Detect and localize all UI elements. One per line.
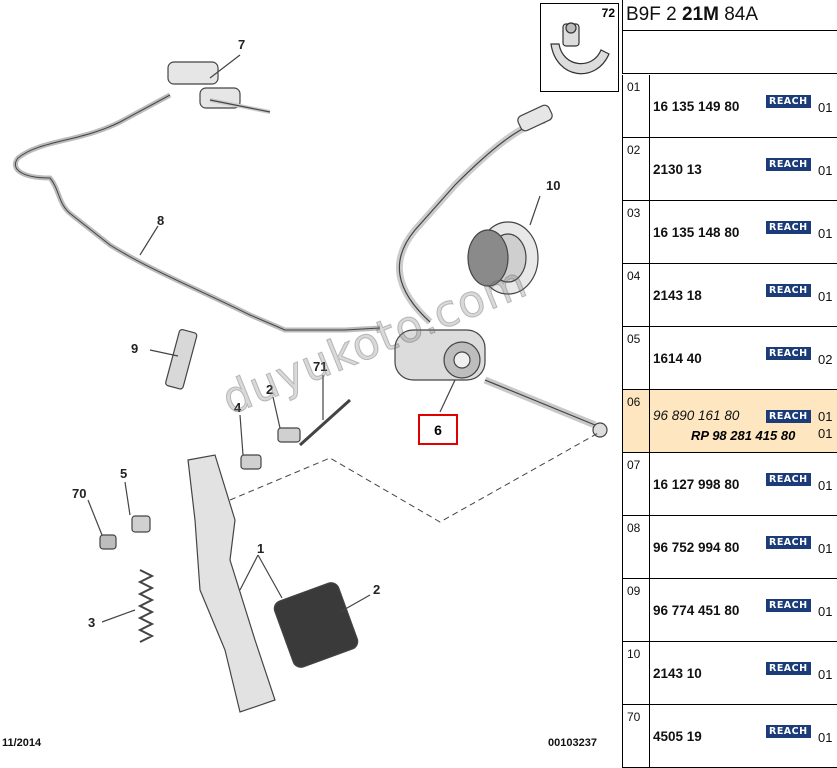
callout-8[interactable]: 8: [157, 213, 165, 228]
part-index: 10: [623, 642, 650, 704]
header-bottom-line: [622, 73, 837, 74]
reach-badge: REACH: [766, 536, 811, 549]
reach-badge: REACH: [766, 599, 811, 612]
callout-5[interactable]: 5: [120, 466, 128, 481]
reach-badge: REACH: [766, 347, 811, 360]
part-number: 96 890 161 80: [653, 408, 740, 423]
part-index: 70: [623, 705, 650, 767]
part-number: 2143 10: [653, 666, 702, 681]
part-number: 4505 19: [653, 729, 702, 744]
part-quantity: 01: [818, 163, 833, 178]
clip-icon: [550, 22, 610, 75]
part-number: 1614 40: [653, 351, 702, 366]
reach-badge: REACH: [766, 410, 811, 423]
part-quantity: 01: [818, 100, 833, 115]
part-number: 16 127 998 80: [653, 477, 740, 492]
part-quantity: 01: [818, 730, 833, 745]
part-number: 16 135 148 80: [653, 225, 740, 240]
part-index: 05: [623, 327, 650, 389]
footer-date: 11/2014: [2, 737, 42, 749]
selected-callout-6[interactable]: 6: [418, 414, 458, 445]
callout-7[interactable]: 7: [238, 37, 246, 52]
reach-badge: REACH: [766, 662, 811, 675]
header-divider: [622, 0, 623, 74]
part-index: 08: [623, 516, 650, 578]
callout-9[interactable]: 9: [131, 341, 139, 356]
reference-code: B9F 2 21M 84A: [626, 4, 758, 26]
reach-badge: REACH: [766, 158, 811, 171]
part-index: 01: [623, 75, 650, 137]
callout-10[interactable]: 10: [546, 178, 561, 193]
reference-header: B9F 2 21M 84A: [622, 0, 837, 31]
part-quantity: 01: [818, 667, 833, 682]
part-number: 16 135 149 80: [653, 99, 740, 114]
reach-badge: REACH: [766, 221, 811, 234]
reference-bold: 21M: [681, 4, 719, 25]
callout-1[interactable]: 1: [257, 541, 265, 556]
part-number: 96 752 994 80: [653, 540, 740, 555]
callout-2-bottom[interactable]: 2: [373, 582, 381, 597]
reference-suffix: 84A: [718, 4, 759, 25]
reference-prefix: B9F 2: [626, 4, 682, 25]
callout-4[interactable]: 4: [234, 400, 242, 415]
detail-inset-72[interactable]: 72: [540, 3, 619, 92]
part-quantity: 01: [818, 604, 833, 619]
part-number: 2130 13: [653, 162, 702, 177]
reach-badge: REACH: [766, 284, 811, 297]
part-number: 96 774 451 80: [653, 603, 740, 618]
inset-label: 72: [601, 6, 615, 20]
part-quantity: 01: [818, 289, 833, 304]
part-index: 09: [623, 579, 650, 641]
exploded-view-drawing: [12, 54, 608, 713]
part-quantity: 01: [818, 541, 833, 556]
footer-code: 00103237: [548, 737, 597, 749]
part-quantity: 01: [818, 226, 833, 241]
reach-badge: REACH: [766, 473, 811, 486]
parts-diagram: 7 8 9 10 71 2 4 5 70 1 2 3 6 72 duyukoto…: [2, 3, 619, 749]
part-quantity: 01: [818, 409, 833, 424]
part-index: 06: [623, 390, 650, 452]
callout-71[interactable]: 71: [313, 359, 328, 374]
part-quantity: 01: [818, 478, 833, 493]
part-quantity: 02: [818, 352, 833, 367]
part-index: 04: [623, 264, 650, 326]
part-index: 02: [623, 138, 650, 200]
part-index: 03: [623, 201, 650, 263]
alt-part-number: RP 98 281 415 80: [691, 428, 796, 443]
part-index: 07: [623, 453, 650, 515]
part-number: 2143 18: [653, 288, 702, 303]
reach-badge: REACH: [766, 725, 811, 738]
callout-2-top[interactable]: 2: [266, 382, 274, 397]
callout-3[interactable]: 3: [88, 615, 96, 630]
reach-badge: REACH: [766, 95, 811, 108]
alt-part-quantity: 01: [818, 426, 833, 441]
callout-70[interactable]: 70: [72, 486, 87, 501]
